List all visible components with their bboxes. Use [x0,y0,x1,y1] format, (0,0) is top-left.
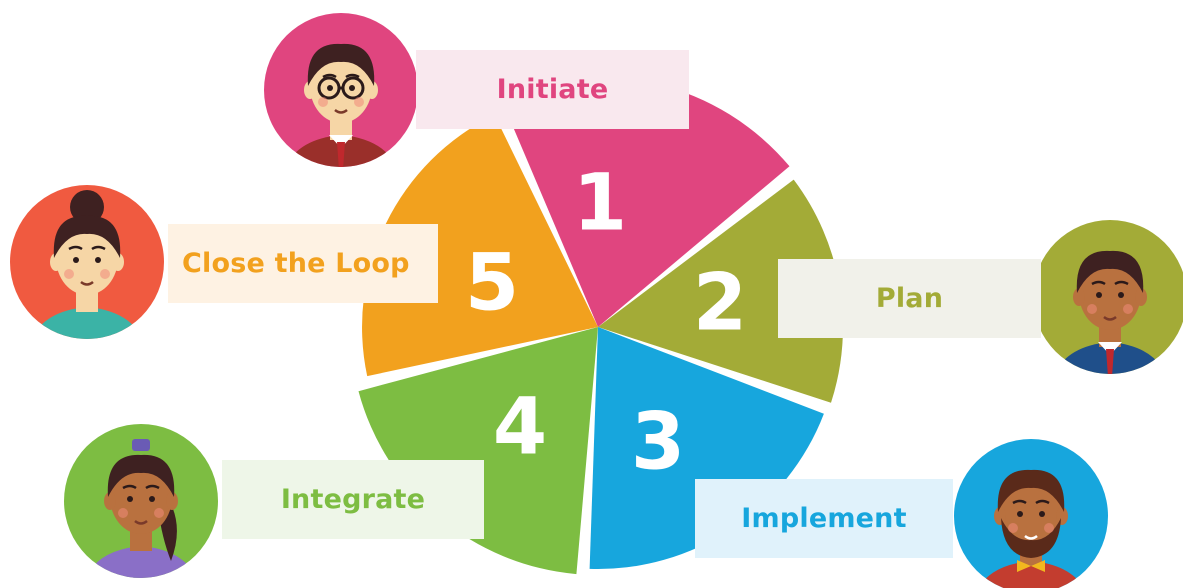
pie-slice-5 [362,114,598,377]
step-3-label: Implement [695,479,953,558]
step-3-number: 3 [631,397,685,487]
step-1-label: Initiate [416,50,689,129]
pie-slice-1 [500,77,790,327]
man-with-tie-avatar [1033,220,1183,374]
step-5-number: 5 [465,238,519,328]
step-5-label-text: Close the Loop [182,248,410,279]
woman-with-bun-avatar [10,185,164,339]
step-1-number: 1 [573,158,627,248]
step-1-label-text: Initiate [496,74,609,105]
step-2-label-text: Plan [875,283,944,314]
step-2-number: 2 [693,258,747,348]
woman-with-ponytail-avatar [64,424,218,578]
step-5-label: Close the Loop [168,224,438,303]
step-3-label-text: Implement [741,503,907,534]
step-4-number: 4 [493,382,547,472]
bearded-man-with-bowtie-avatar [954,439,1108,588]
avatars [10,13,1183,588]
step-4-label: Integrate [222,460,484,539]
pie-slice-2 [598,179,843,403]
pie-slice-4 [358,327,598,575]
man-with-glasses-avatar [264,13,418,167]
step-4-label-text: Integrate [280,484,426,515]
step-2-label: Plan [778,259,1041,338]
pie-slice-3 [589,327,824,570]
